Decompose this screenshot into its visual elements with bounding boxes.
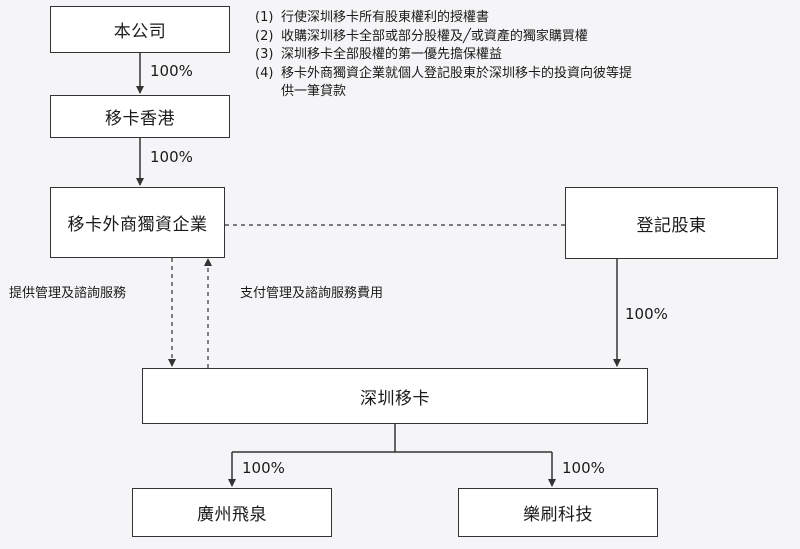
entity-wfoe: 移卡外商獨資企業	[50, 187, 225, 258]
service-pay-label: 支付管理及諮詢服務費用	[240, 286, 384, 301]
pct-shareholders-to-shenzhen: 100%	[625, 305, 668, 323]
note-item: (2)收購深圳移卡全部或部分股權及╱或資產的獨家購買權	[255, 28, 588, 44]
pct-shenzhen-to-guangzhou: 100%	[242, 459, 285, 477]
pct-shenzhen-to-lehua: 100%	[562, 459, 605, 477]
entity-guangzhou: 廣州飛泉	[132, 488, 332, 537]
entity-shenzhen-label: 深圳移卡	[360, 388, 430, 409]
entity-registered-shareholders: 登記股東	[565, 187, 778, 259]
notes-list: (1)行使深圳移卡所有股東權利的授權書 (2)收購深圳移卡全部或部分股權及╱或資…	[255, 9, 641, 102]
entity-company-label: 本公司	[113, 22, 167, 42]
entity-company: 本公司	[50, 6, 230, 53]
entity-lehua-label: 樂刷科技	[523, 505, 593, 525]
entity-hk-label: 移卡香港	[105, 109, 175, 129]
pct-company-to-hk: 100%	[150, 62, 193, 80]
note-item: (4)移卡外商獨資企業就個人登記股東於深圳移卡的投資向彼等提供一筆貸款	[255, 65, 633, 100]
note-item: (1)行使深圳移卡所有股東權利的授權書	[255, 10, 490, 25]
entity-wfoe-label: 移卡外商獨資企業	[67, 215, 208, 235]
entity-shenzhen: 深圳移卡	[142, 368, 648, 424]
service-provide-label: 提供管理及諮詢服務	[9, 286, 127, 301]
pct-hk-to-wfoe: 100%	[150, 148, 193, 166]
entity-hk: 移卡香港	[50, 95, 230, 138]
entity-lehua: 樂刷科技	[458, 488, 658, 537]
entity-registered-shareholders-label: 登記股東	[636, 215, 707, 236]
note-item: (3)深圳移卡全部股權的第一優先擔保權益	[255, 47, 503, 62]
entity-guangzhou-label: 廣州飛泉	[197, 505, 267, 525]
